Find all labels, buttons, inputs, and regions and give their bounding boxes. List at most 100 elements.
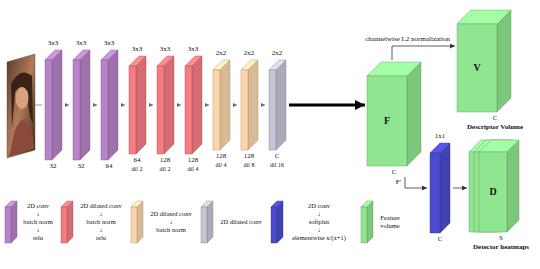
conv-layer: 3x364: [97, 39, 121, 171]
prism-face: [269, 60, 286, 70]
connector-arrow: [121, 105, 125, 106]
prism-face: [73, 50, 90, 60]
slab: [131, 201, 143, 243]
prism-face: [201, 207, 207, 243]
legend-line: ↓: [286, 210, 352, 218]
legend-line: elementwise x/(x+1): [286, 234, 352, 242]
block-prism: [73, 50, 90, 160]
prism-face: [61, 201, 73, 207]
legend-swatch: [60, 200, 74, 244]
prism-face: [271, 201, 283, 207]
slab: [201, 201, 213, 243]
block-outline: [157, 56, 174, 154]
photo-frame: [7, 54, 35, 158]
slab: [457, 10, 511, 112]
legend-line: 2D conv: [286, 202, 352, 210]
legend-line: ↓: [76, 226, 126, 234]
connector-arrow: [289, 104, 365, 107]
slab: [61, 201, 73, 243]
prism-face: [479, 152, 507, 232]
descriptor-volume: VCDescriptor Volume: [455, 8, 535, 132]
slab: [241, 60, 258, 150]
dilation-label: dil 2: [153, 165, 177, 174]
conv-layer: 2x2128dil 4: [209, 49, 233, 170]
prism-face: [157, 56, 174, 66]
channel-count: 128: [209, 152, 233, 161]
prism-face: [479, 140, 519, 152]
volume-symbol: F: [367, 76, 407, 166]
slab: [361, 201, 373, 243]
block-outline: [73, 50, 90, 160]
channel-count: 128: [237, 152, 261, 161]
dilation-label: dil 8: [237, 161, 261, 170]
connector-arrow: [405, 177, 427, 188]
slab: [101, 50, 118, 160]
volume-symbol: V: [457, 24, 497, 112]
legend-line: ↓: [286, 226, 352, 234]
prism-face: [129, 56, 146, 66]
swatch-prism: [61, 201, 73, 243]
slab: [45, 50, 62, 160]
legend-line: batch norm: [146, 226, 196, 234]
swatch-prism: [131, 201, 143, 243]
prism-face: [276, 60, 286, 150]
conv-layer: 3x364dil 2: [125, 45, 149, 174]
legend-line: ↓: [20, 210, 56, 218]
legend-item: 2D dilated conv: [200, 200, 214, 244]
prism-face: [101, 60, 108, 160]
prism-face: [361, 201, 373, 207]
legend-text: 2D dilated conv ↓ batch norm: [146, 210, 196, 234]
block-outline: [45, 50, 62, 160]
legend-text: 2D dilated conv: [216, 218, 266, 226]
legend-text: 2D conv ↓ batch norm ↓ relu: [20, 202, 56, 242]
block-outline: [213, 60, 230, 150]
input-line: [35, 105, 42, 106]
block-prism: [185, 56, 202, 154]
kernel-size-label: 3x3: [97, 39, 121, 48]
legend-line: batch norm: [20, 218, 56, 226]
detector-heatmap: DSDetector heatmaps: [467, 138, 535, 252]
prism-face: [45, 50, 62, 60]
block-prism: [269, 60, 286, 150]
channel-count: 32: [41, 162, 65, 171]
block-outline: V: [457, 10, 511, 112]
prism-face: [430, 153, 440, 233]
prism-face: [457, 10, 511, 24]
legend-item: 2D dilated conv ↓ batch norm ↓ relu: [60, 200, 74, 244]
prism-face: [52, 50, 62, 160]
kernel-size-label: 3x3: [69, 39, 93, 48]
volume-symbol: D: [479, 152, 507, 232]
prism-face: [430, 143, 450, 153]
legend-line: ↓: [76, 210, 126, 218]
channel-count: S: [467, 234, 535, 243]
prism-face: [367, 62, 421, 76]
output-name: Detector heatmaps: [467, 243, 535, 252]
prism-face: [45, 60, 52, 160]
prism-face: [67, 201, 73, 243]
prism-face: [11, 201, 17, 243]
block-outline: [241, 60, 258, 150]
slab: [129, 56, 146, 154]
connector-arrow: [93, 105, 97, 106]
block-prism: [457, 10, 511, 112]
prism-face: [137, 201, 143, 243]
kernel-size-label: 3x3: [41, 39, 65, 48]
slab: [5, 201, 17, 243]
legend-text: 2D conv ↓ softplus ↓ elementwise x/(x+1): [286, 202, 352, 242]
connector-arrow: [261, 105, 265, 106]
prism-face: [241, 70, 248, 150]
edge-label: F': [395, 178, 402, 187]
photo-shoulder: [8, 120, 34, 157]
legend-line: 2D dilated conv: [146, 210, 196, 218]
prism-face: [213, 60, 230, 70]
slab: [479, 140, 519, 232]
kernel-size-label: 3x3: [153, 45, 177, 54]
dilation-label: dil 2: [125, 165, 149, 174]
swatch-prism: [201, 201, 213, 243]
legend-line: ↓: [20, 226, 56, 234]
prism-face: [185, 66, 192, 154]
kernel-size-label: 2x2: [209, 49, 233, 58]
kernel-size-label: 2x2: [265, 49, 289, 58]
legend-item: 2D dilated conv ↓ batch norm: [130, 200, 144, 244]
block-prism: [241, 60, 258, 150]
